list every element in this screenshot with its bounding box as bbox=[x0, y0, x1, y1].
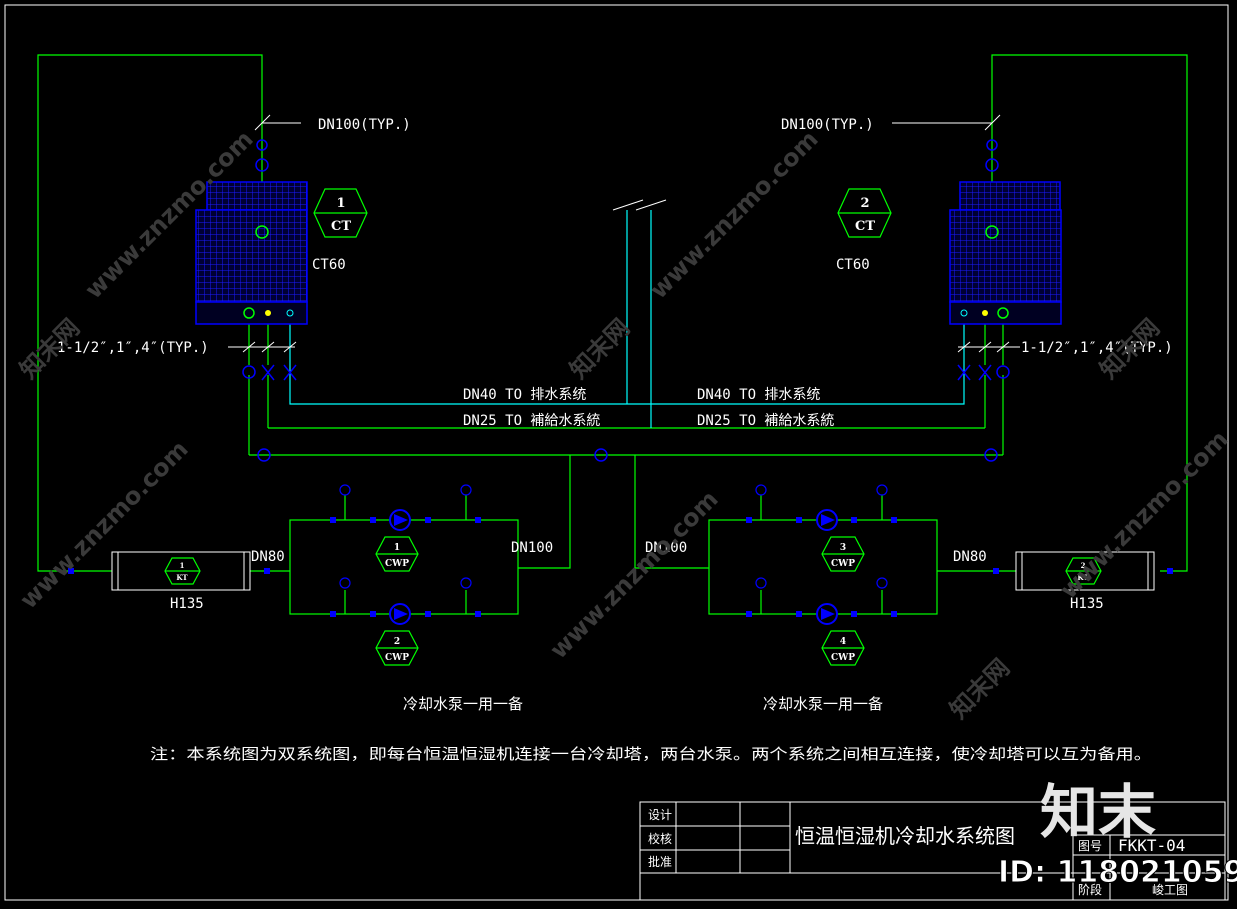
cooling-tower-2 bbox=[949, 181, 1062, 325]
drawing-frame bbox=[4, 4, 1229, 901]
tag-cwp-1-code: CWP bbox=[385, 559, 409, 569]
tag-hx-2-code: KT bbox=[1077, 573, 1089, 582]
tag-hx-1-code: KT bbox=[176, 573, 188, 582]
watermark-site-cn-4: 知末网 bbox=[944, 654, 1015, 725]
label-dn80-right: DN80 bbox=[953, 549, 987, 565]
watermark-site-2: www.znzmo.com bbox=[644, 125, 823, 304]
pipe-network bbox=[37, 54, 1188, 615]
label-fittings-left: 1-1/2″,1″,4″(TYP.) bbox=[57, 340, 209, 356]
label-pump-caption-right: 冷却水泵一用一备 bbox=[763, 695, 883, 713]
label-dn80-left: DN80 bbox=[251, 549, 285, 565]
note-text: 注：本系统图为双系统图，即每台恒温恒湿机连接一台冷却塔，两台水泵。两个系统之间相… bbox=[150, 745, 1152, 763]
title-block-texts: 设计 校核 批准 恒温恒湿机冷却水系统图 图号 FKKT-04 阶段 峻工图 bbox=[648, 808, 1188, 897]
pump-1 bbox=[389, 509, 411, 531]
tag-cwp-1-num: 1 bbox=[394, 543, 400, 553]
drawing-no: FKKT-04 bbox=[1118, 836, 1185, 855]
tag-hx-2-num: 2 bbox=[1081, 561, 1086, 570]
right-pump-manifold bbox=[708, 519, 938, 615]
title-block bbox=[639, 801, 1226, 901]
label-dn100-right: DN100 bbox=[645, 540, 687, 556]
title-block-design-label: 设计 bbox=[648, 808, 672, 822]
title-block-approve-label: 批准 bbox=[648, 854, 672, 869]
watermark-logo: 知末 bbox=[1040, 778, 1156, 846]
tag-cwp-2-code: CWP bbox=[385, 653, 409, 663]
drawing-no-label: 图号 bbox=[1078, 839, 1102, 853]
pressure-gauges bbox=[339, 484, 888, 589]
label-fittings-right: 1-1/2″,1″,4″(TYP.) bbox=[1021, 340, 1173, 356]
pipe-fittings bbox=[68, 517, 1173, 617]
tag-cwp-2-num: 2 bbox=[394, 637, 400, 647]
label-pump-caption-left: 冷却水泵一用一备 bbox=[403, 695, 523, 713]
watermark-site-cn-2: 知末网 bbox=[564, 314, 635, 385]
equipment-tags bbox=[164, 188, 1102, 666]
label-makeup-right: DN25 TO 補給水系統 bbox=[697, 413, 834, 429]
tag-cwp-4-num: 4 bbox=[840, 637, 846, 647]
pump-units bbox=[68, 484, 1173, 625]
drawing-title: 恒温恒湿机冷却水系统图 bbox=[795, 824, 1015, 848]
dn100-leaders bbox=[228, 114, 1020, 353]
stage-value: 峻工图 bbox=[1152, 882, 1188, 897]
drain-pipe bbox=[289, 210, 965, 428]
tag-hx-1-num: 1 bbox=[180, 561, 185, 570]
label-dn100-typ-left: DN100(TYP.) bbox=[318, 117, 411, 133]
watermark-site-4: www.znzmo.com bbox=[544, 485, 723, 664]
pump-4 bbox=[816, 603, 838, 625]
left-tower-return-pipe bbox=[37, 54, 263, 572]
label-dn100-left: DN100 bbox=[511, 540, 553, 556]
label-ct60-left: CT60 bbox=[312, 257, 346, 273]
inlet-valves bbox=[242, 139, 1010, 462]
break-symbol bbox=[612, 199, 667, 211]
label-dn100-typ-right: DN100(TYP.) bbox=[781, 117, 874, 133]
stage-label: 阶段 bbox=[1078, 882, 1102, 897]
label-h135-right: H135 bbox=[1070, 596, 1104, 612]
left-dn100-riser bbox=[518, 455, 571, 569]
tag-cwp-3-code: CWP bbox=[831, 559, 855, 569]
cooling-tower-1 bbox=[195, 181, 308, 325]
tag-ct-1-num: 1 bbox=[336, 196, 345, 211]
tag-ct-1-code: CT bbox=[331, 219, 351, 234]
tag-ct-2-code: CT bbox=[855, 219, 875, 234]
tag-ct-2-num: 2 bbox=[860, 196, 869, 211]
title-block-check-label: 校核 bbox=[648, 831, 672, 846]
label-h135-left: H135 bbox=[170, 596, 204, 612]
tag-cwp-4-code: CWP bbox=[831, 653, 855, 663]
equipment-tag-texts: 1 CT 2 CT 1 CWP 2 CWP 3 CWP 4 CWP 1 KT 2… bbox=[176, 196, 1089, 663]
pump-2 bbox=[389, 603, 411, 625]
watermark-id: ID: 1180210590 bbox=[998, 855, 1237, 890]
label-ct60-right: CT60 bbox=[836, 257, 870, 273]
diagram-labels: DN100(TYP.) DN100(TYP.) CT60 CT60 1-1/2″… bbox=[57, 117, 1173, 763]
right-dn100-riser bbox=[634, 455, 709, 569]
label-makeup-left: DN25 TO 補給水系統 bbox=[463, 413, 600, 429]
label-drain-left: DN40 TO 排水系统 bbox=[463, 387, 586, 403]
label-drain-right: DN40 TO 排水系统 bbox=[697, 387, 820, 403]
tag-cwp-3-num: 3 bbox=[840, 543, 846, 553]
pump-3 bbox=[816, 509, 838, 531]
right-tower-return-pipe bbox=[991, 54, 1188, 572]
